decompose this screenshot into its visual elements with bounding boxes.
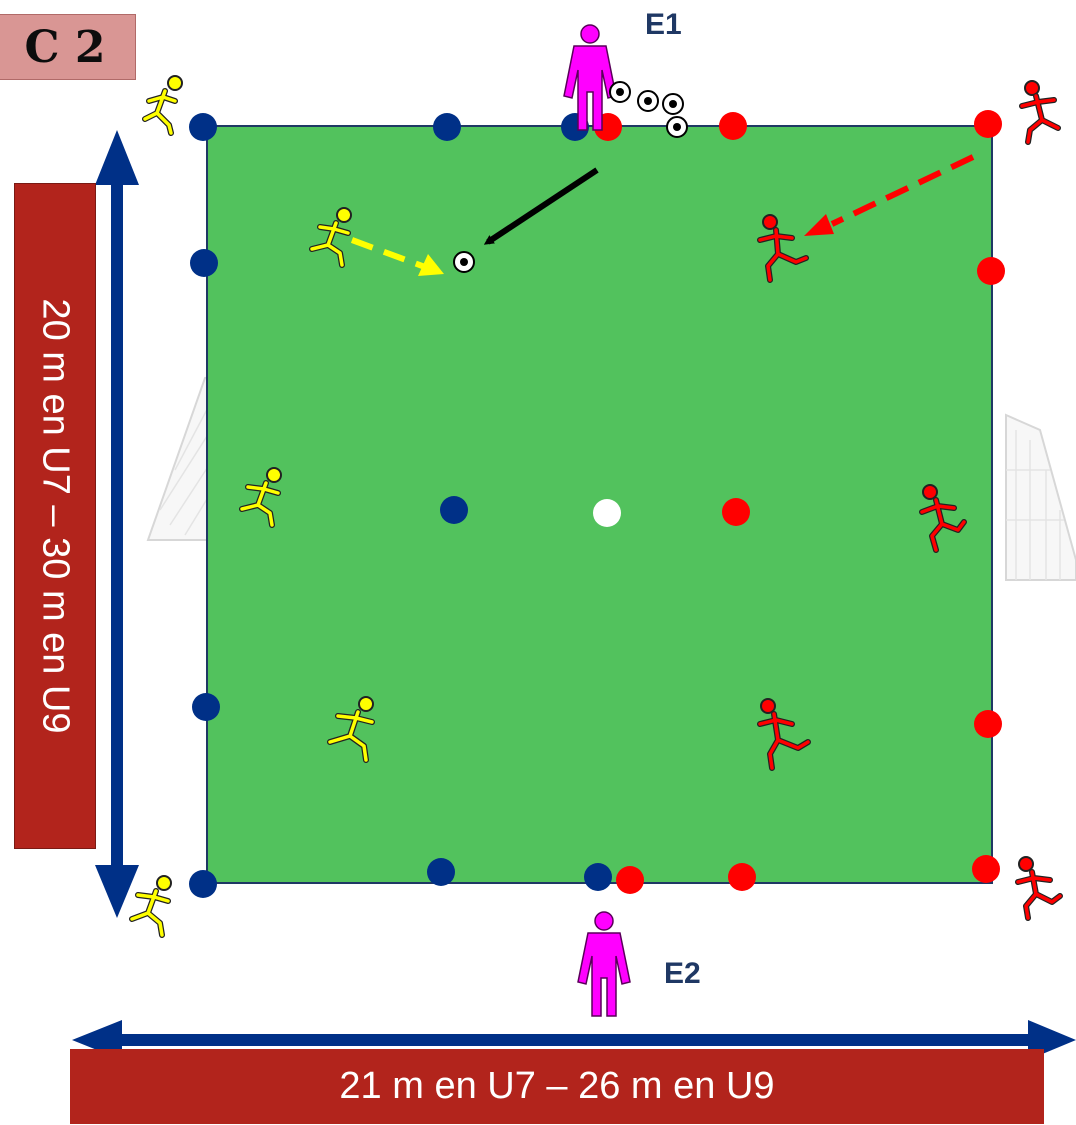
title-text: C 2 — [25, 22, 106, 73]
cone-red-5 — [722, 498, 750, 526]
width-banner: 21 m en U7 – 26 m en U9 — [70, 1049, 1044, 1124]
player-red-icon-1 — [1022, 81, 1058, 142]
cone-red-8 — [728, 863, 756, 891]
ball-icon-1 — [610, 82, 630, 102]
player-yellow-icon-5 — [132, 876, 171, 935]
ball-icon-3 — [663, 94, 683, 114]
player-red-icon-5 — [1018, 857, 1060, 918]
cone-blue-5 — [440, 496, 468, 524]
coach-label-top: E1 — [645, 8, 682, 42]
cone-red-4 — [977, 257, 1005, 285]
cone-blue-8 — [427, 858, 455, 886]
coach-bottom-icon — [578, 912, 630, 1016]
cone-red-6 — [974, 710, 1002, 738]
player-yellow-icon-1 — [145, 76, 182, 133]
ball-icon-2 — [638, 91, 658, 111]
goal-right-icon — [1006, 415, 1076, 580]
cone-blue-6 — [192, 693, 220, 721]
cone-red-3 — [974, 110, 1002, 138]
title-badge: C 2 — [0, 14, 136, 80]
cone-blue-4 — [190, 249, 218, 277]
cone-white-center — [593, 499, 621, 527]
cone-red-9 — [972, 855, 1000, 883]
cone-blue-7 — [189, 870, 217, 898]
length-arrow — [95, 130, 139, 918]
coach-label-bottom: E2 — [664, 957, 701, 991]
cone-red-7 — [616, 866, 644, 894]
cone-blue-2 — [433, 113, 461, 141]
ball-icon-4 — [667, 117, 687, 137]
width-label: 21 m en U7 – 26 m en U9 — [339, 1065, 774, 1108]
cone-blue-9 — [584, 863, 612, 891]
cone-red-2 — [719, 112, 747, 140]
ball-icon-field — [454, 252, 474, 272]
length-banner: 20 m en U7 – 30 m en U9 — [14, 183, 96, 849]
cone-blue-1 — [189, 113, 217, 141]
length-label: 20 m en U7 – 30 m en U9 — [34, 298, 77, 733]
